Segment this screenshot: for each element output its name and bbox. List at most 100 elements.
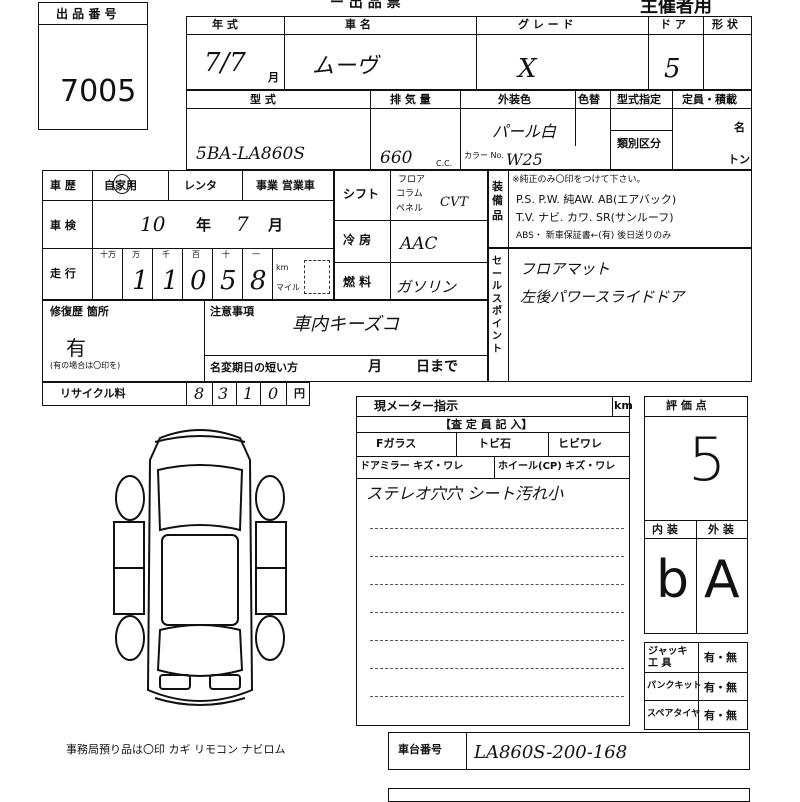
chassis-box bbox=[388, 732, 750, 770]
history-rental: レンタ bbox=[184, 179, 217, 192]
mileage-unit-km: km bbox=[276, 263, 289, 272]
spare-label: スペアタイヤ bbox=[647, 709, 701, 719]
color-code-value: W25 bbox=[506, 150, 543, 169]
type-designation-label: 型式指定 bbox=[617, 93, 661, 106]
equipment-note: ※純正のみ〇印をつけて下さい。 bbox=[512, 175, 646, 185]
repair-note: (有の場合は〇印を) bbox=[50, 361, 121, 370]
inspection-month: 7 bbox=[236, 212, 249, 236]
meter-box bbox=[356, 396, 630, 726]
registration-grid bbox=[42, 170, 334, 300]
capacity-unit-ton: トン bbox=[728, 153, 750, 166]
cc-unit: C.C. bbox=[436, 159, 453, 168]
ac-label: 冷 房 bbox=[343, 233, 372, 247]
fuel-label: 燃 料 bbox=[343, 275, 372, 289]
evaluation-score: 5 bbox=[688, 425, 727, 495]
repair-value: 有 bbox=[66, 336, 86, 360]
mileage-unit-mile: マイル bbox=[276, 283, 300, 292]
mileage-digit-4: 5 bbox=[220, 266, 237, 296]
equipment-line2: T.V. ナビ. カワ. SR(サンルーフ) bbox=[516, 211, 674, 224]
history-business: 事業 営業車 bbox=[256, 179, 315, 192]
evaluation-label: 評 価 点 bbox=[666, 399, 707, 412]
jack-choice: 有・無 bbox=[704, 651, 737, 664]
lot-label: 出 品 番 号 bbox=[56, 7, 117, 21]
car-name-value: ムーヴ bbox=[312, 54, 379, 79]
exterior-color-value: パール白 bbox=[492, 122, 557, 141]
model-value: 5BA-LA860S bbox=[196, 144, 305, 164]
capacity-unit-person: 名 bbox=[734, 121, 745, 134]
recycle-unit: 円 bbox=[294, 387, 305, 400]
category-label: 類別区分 bbox=[617, 137, 661, 150]
year-unit: 月 bbox=[268, 71, 279, 84]
shift-option-floor: フロア bbox=[398, 175, 426, 185]
lot-number-box bbox=[38, 2, 148, 130]
color-code-label: カラー No. bbox=[464, 151, 504, 160]
inspection-month-unit: 月 bbox=[268, 216, 284, 234]
recycle-digit-4: 0 bbox=[268, 384, 279, 403]
caution-label: 注意事項 bbox=[210, 305, 254, 318]
inspection-year: 10 bbox=[140, 212, 166, 236]
meter-note: ステレオ穴穴 シート汚れ小 bbox=[366, 484, 564, 503]
shift-option-panel: ペネル bbox=[396, 204, 424, 214]
name-change-label: 名変期日の短い方 bbox=[210, 361, 298, 374]
mileage-digit-2: 1 bbox=[162, 266, 179, 296]
tools-box bbox=[644, 642, 748, 730]
doors-value: 5 bbox=[664, 54, 681, 84]
recycle-digit-2: 3 bbox=[218, 384, 229, 403]
puncture-choice: 有・無 bbox=[704, 681, 737, 694]
car-damage-diagram bbox=[113, 429, 287, 706]
ac-value: AAC bbox=[400, 234, 438, 254]
exterior-color-label: 外装色 bbox=[498, 93, 531, 106]
shift-option-column: コラム bbox=[396, 189, 423, 199]
meter-unit: km bbox=[614, 399, 633, 412]
sales-points-line1: フロアマット bbox=[520, 260, 611, 278]
exterior-value: A bbox=[704, 550, 740, 610]
top-fragment: ー 出 品 票 bbox=[330, 0, 401, 11]
meter-label: 現メーター指示 bbox=[374, 399, 459, 413]
spare-choice: 有・無 bbox=[704, 709, 737, 722]
exterior-label: 外 装 bbox=[708, 523, 734, 536]
sales-points-box bbox=[488, 248, 752, 382]
chassis-value: LA860S-200-168 bbox=[474, 742, 628, 763]
name-change-month: 月 bbox=[368, 359, 382, 375]
name-change-day: 日まで bbox=[416, 359, 458, 375]
mileage-col-10: 十 bbox=[222, 250, 230, 259]
vehicle-info-row2 bbox=[186, 90, 752, 170]
mechanical-grid bbox=[334, 170, 488, 300]
displacement-value: 660 bbox=[380, 148, 413, 168]
chip-label: トビ石 bbox=[478, 437, 511, 450]
shape-label: 形 状 bbox=[712, 18, 738, 31]
inspection-year-unit: 年 bbox=[196, 216, 212, 234]
mileage-digit-5: 8 bbox=[250, 266, 267, 296]
mileage-digit-3: 0 bbox=[190, 266, 207, 296]
chassis-label: 車台番号 bbox=[398, 743, 442, 756]
doors-label: ド ア bbox=[660, 18, 686, 31]
mirror-label: ドアミラー キズ・ワレ bbox=[360, 461, 464, 472]
crack-label: ヒビワレ bbox=[558, 437, 602, 450]
recycle-label: リサイクル料 bbox=[60, 387, 126, 400]
fuel-value: ガソリン bbox=[396, 278, 457, 296]
interior-label: 内 装 bbox=[652, 523, 678, 536]
recycle-digit-3: 1 bbox=[243, 384, 254, 403]
grade-label: グ レ ー ド bbox=[518, 18, 574, 31]
year-value: 7/7 bbox=[204, 48, 246, 78]
office-note: 事務局預り品は〇印 カギ リモコン ナビロム bbox=[66, 743, 286, 756]
recycle-digit-1: 8 bbox=[194, 384, 205, 403]
equipment-line3: ABS・ 新車保証書←(有) 後日送りのみ bbox=[516, 231, 672, 241]
sales-points-line2: 左後パワースライドドア bbox=[520, 288, 685, 306]
repair-caution-box bbox=[42, 300, 488, 382]
vehicle-info-row1 bbox=[186, 16, 752, 90]
history-label: 車 歴 bbox=[50, 179, 76, 192]
interior-value: b bbox=[656, 550, 690, 610]
equipment-side-label: 装備品 bbox=[492, 180, 503, 222]
mileage-label: 走 行 bbox=[50, 267, 76, 280]
car-name-label: 車 名 bbox=[345, 18, 371, 31]
repair-label: 修復歴 箇所 bbox=[50, 305, 109, 318]
puncture-label: パンクキット bbox=[647, 681, 702, 691]
mileage-col-100: 百 bbox=[192, 250, 200, 259]
mileage-col-100k: 十万 bbox=[100, 250, 116, 259]
history-circle bbox=[113, 174, 131, 194]
appraiser-label: 【査 定 員 記 入】 bbox=[440, 418, 533, 431]
shift-label: シフト bbox=[343, 187, 380, 201]
lot-number: 7005 bbox=[60, 74, 137, 109]
caution-value: 車内キーズコ bbox=[292, 314, 400, 335]
